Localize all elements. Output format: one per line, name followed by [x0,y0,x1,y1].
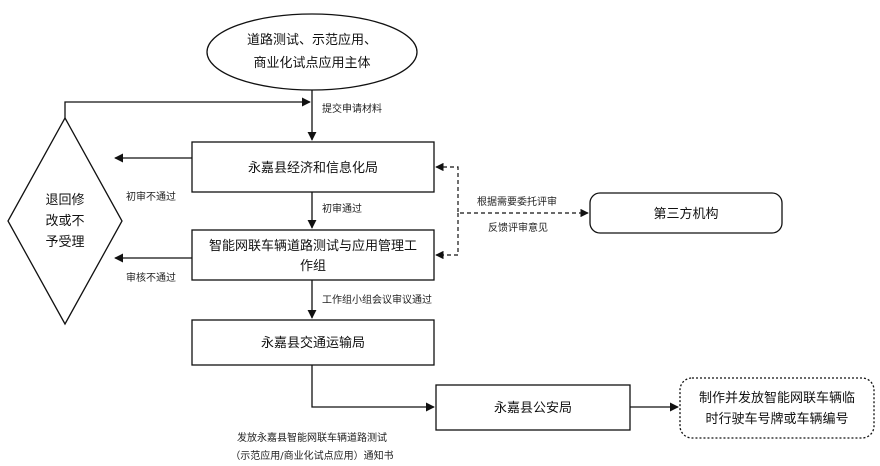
transport-bureau-label: 永嘉县交通运输局 [261,335,365,351]
first-review-fail-label: 初审不通过 [126,190,176,203]
feedback-label: 反馈评审意见 [488,221,548,234]
economy-bureau-label: 永嘉县经济和信息化局 [248,160,378,176]
reject-line3: 予受理 [45,235,84,250]
reject-node: 退回修 改或不 予受理 [7,116,123,326]
notice-line1: 发放永嘉县智能网联车辆道路测试 [237,431,387,444]
applicant-line2: 商业化试点应用主体 [253,55,370,71]
resubmit-arrow [64,97,311,118]
group-pass-label: 工作组小组会议审议通过 [322,293,432,306]
plate-issuance-node: 制作并发放智能网联车辆临 时行驶车号牌或车辆编号 [679,377,875,439]
police-bureau-label: 永嘉县公安局 [494,401,572,416]
reject-line2: 改或不 [45,214,84,229]
applicant-node: 道路测试、示范应用、 商业化试点应用主体 [206,13,418,91]
first-review-pass-label: 初审通过 [322,202,362,215]
plate-line1: 制作并发放智能网联车辆临 [699,390,855,406]
third-party-label: 第三方机构 [653,206,718,222]
entrust-review-arrow [435,162,589,218]
working-group-node: 智能网联车辆道路测试与应用管理工 作组 [191,229,435,281]
working-group-line1: 智能网联车辆道路测试与应用管理工 [209,238,417,254]
economy-bureau-node: 永嘉县经济和信息化局 [191,141,435,193]
reject-line1: 退回修 [45,193,84,208]
plate-line2: 时行驶车号牌或车辆编号 [705,411,848,427]
applicant-line1: 道路测试、示范应用、 [247,32,377,48]
third-party-node: 第三方机构 [589,192,783,234]
transport-to-police-arrow [311,365,435,412]
transport-bureau-node: 永嘉县交通运输局 [191,319,435,366]
police-bureau-node: 永嘉县公安局 [435,384,631,431]
feedback-arrow [435,213,459,260]
entrust-review-label: 根据需要委托评审 [477,195,557,208]
notice-line2: （示范应用/商业化试点应用）通知书 [230,449,393,462]
audit-fail-label: 审核不通过 [126,271,176,284]
submit-label: 提交申请材料 [322,102,382,115]
working-group-line2: 作组 [300,259,326,274]
